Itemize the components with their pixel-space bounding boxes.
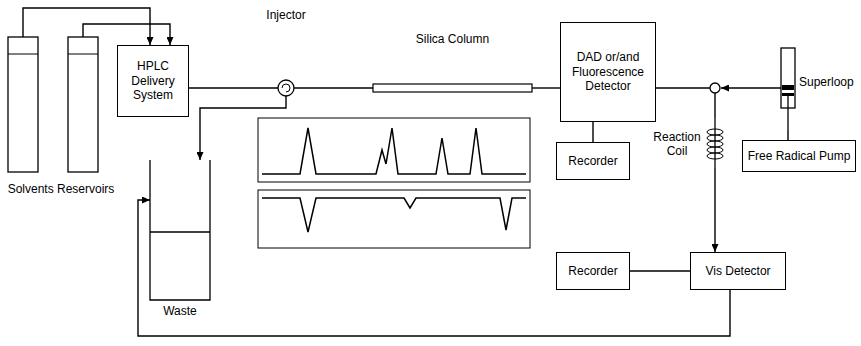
node-label: Solvents Reservoirs [0,182,122,196]
process-box: HPLC Delivery System [117,45,189,117]
reservoir-group: Solvents Reservoirs [0,22,122,222]
flow-line [200,96,286,160]
chromatogram-trace [262,128,526,174]
flow-line [592,122,593,142]
recorder-box: Recorder [556,252,630,290]
flow-line [189,87,278,88]
flow-line [721,87,781,88]
node-label: DAD or/and Fluorescence Detector [565,50,651,93]
node-label: HPLC Delivery System [122,59,184,102]
node-label: Silica Column [370,32,535,46]
detector-box: DAD or/and Fluorescence Detector [560,22,656,122]
node-label: Vis Detector [705,264,770,278]
node-label: Recorder [568,264,617,278]
waste-container: Waste [148,160,212,325]
node-label: Injector [250,8,322,22]
flow-line [138,200,730,336]
node-label: Recorder [568,154,617,168]
node-label: Free Radical Pump [748,149,851,163]
flow-line [630,270,690,271]
flow-line [787,130,788,140]
flow-line [532,87,560,88]
chromatogram-trace [262,198,526,232]
chromatogram-frame [258,190,530,248]
node-label: Reaction Coil [648,130,706,159]
mixing-tee [710,83,720,93]
chromatogram-frame [258,118,530,182]
flow-line [714,168,715,252]
flow-line [294,87,373,88]
pump-box: Free Radical Pump [742,140,856,172]
detector-box: Vis Detector [690,252,786,290]
injector-valve: Injector [262,8,310,100]
node-label: Superloop [799,75,859,89]
waste-container-drawing [148,160,212,325]
column: Silica Column [370,30,535,96]
node-label: Waste [143,304,217,318]
superloop: Superloop [778,45,860,130]
recorder-box: Recorder [556,142,630,180]
reaction-coil: Reaction Coil [648,118,732,168]
flow-line [656,88,715,118]
